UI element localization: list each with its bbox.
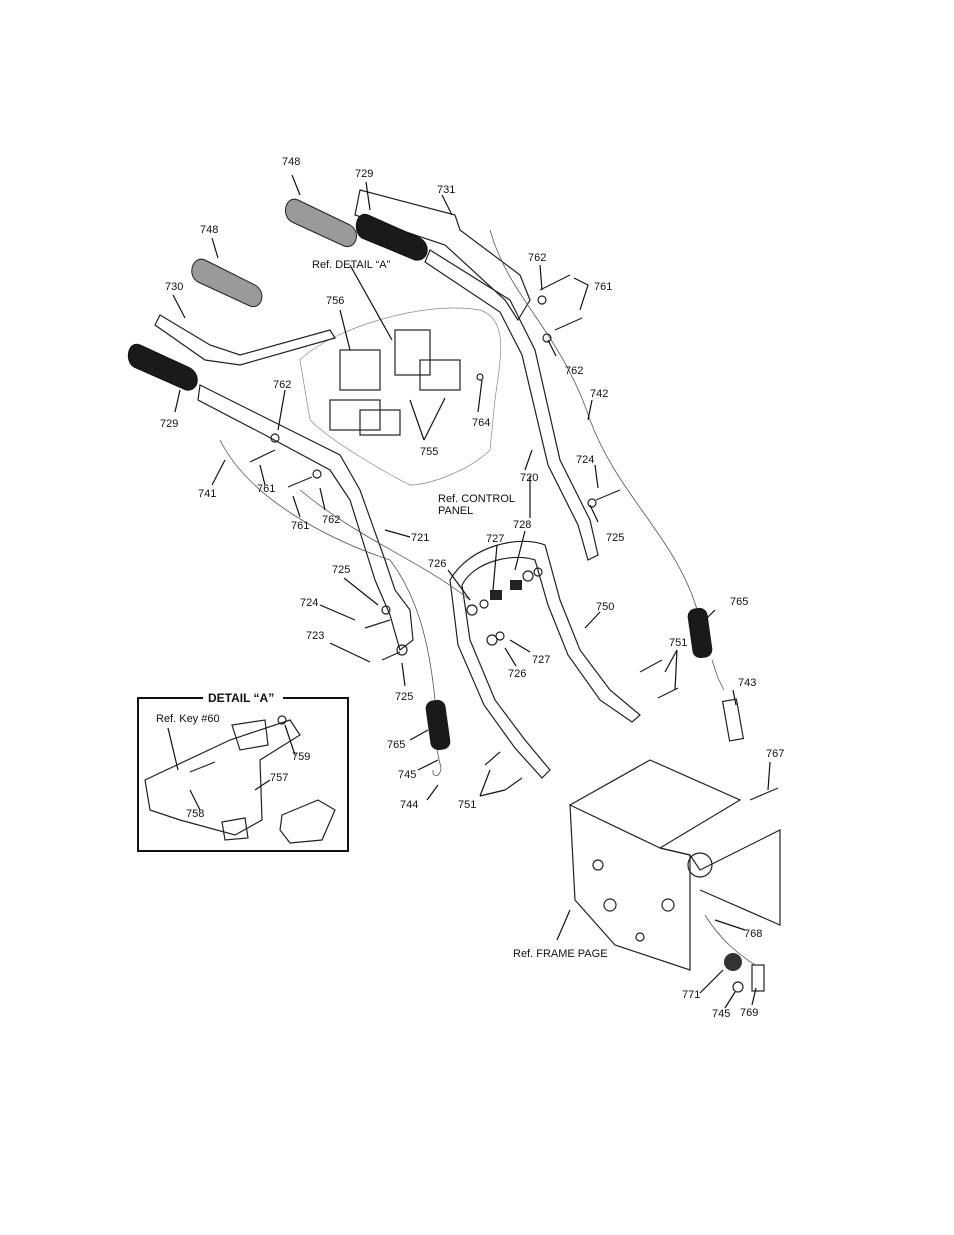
callout-742: 742 <box>590 388 608 400</box>
callout-726b: 726 <box>508 668 526 680</box>
detail-callout-757: 757 <box>270 772 288 784</box>
callout-ref-control: Ref. CONTROL <box>438 493 515 505</box>
callout-751a: 751 <box>669 637 687 649</box>
callout-729b: 729 <box>160 418 178 430</box>
callout-729a: 729 <box>355 168 373 180</box>
leader-lines <box>173 175 770 1008</box>
callout-748a: 748 <box>282 156 300 168</box>
callout-761a: 761 <box>594 281 612 293</box>
grip-729-left <box>128 344 197 390</box>
callout-748b: 748 <box>200 224 218 236</box>
callout-ref-detail: Ref. DETAIL “A” <box>312 259 391 271</box>
callout-724a: 724 <box>576 454 594 466</box>
detail-title: DETAIL “A” <box>208 691 274 705</box>
detail-a-inset: DETAIL “A” Ref. Key #60 759 757 758 <box>138 690 348 851</box>
callout-767: 767 <box>766 748 784 760</box>
callout-755: 755 <box>420 446 438 458</box>
grip-cover-748-upper <box>285 199 356 246</box>
callout-730: 730 <box>165 281 183 293</box>
detail-callout-759: 759 <box>292 751 310 763</box>
callout-768: 768 <box>744 928 762 940</box>
callout-727a: 727 <box>486 533 504 545</box>
callout-751b: 751 <box>458 799 476 811</box>
callout-750: 750 <box>596 601 614 613</box>
callout-723: 723 <box>306 630 324 642</box>
callout-769: 769 <box>740 1007 758 1019</box>
callout-762b: 762 <box>273 379 291 391</box>
callout-725a: 725 <box>332 564 350 576</box>
callout-ref-frame: Ref. FRAME PAGE <box>513 948 608 960</box>
callout-762d: 762 <box>322 514 340 526</box>
grip-cover-748-lower <box>192 259 262 306</box>
callout-762a: 762 <box>528 252 546 264</box>
callout-725b: 725 <box>395 691 413 703</box>
callout-761b: 761 <box>257 483 275 495</box>
callout-743: 743 <box>738 677 756 689</box>
grip-729-right <box>356 214 427 260</box>
callout-761c: 761 <box>291 520 309 532</box>
upper-handle-assembly <box>128 190 700 700</box>
detail-callout-758: 758 <box>186 808 204 820</box>
callout-728: 728 <box>513 519 531 531</box>
callout-744: 744 <box>400 799 418 811</box>
callout-725-right: 725 <box>606 532 624 544</box>
callout-731: 731 <box>437 184 455 196</box>
callout-726a: 726 <box>428 558 446 570</box>
callout-727b: 727 <box>532 654 550 666</box>
callout-720: 720 <box>520 472 538 484</box>
callout-741: 741 <box>198 488 216 500</box>
callout-764: 764 <box>472 417 490 429</box>
callout-721: 721 <box>411 532 429 544</box>
callout-762c: 762 <box>565 365 583 377</box>
callout-724b: 724 <box>300 597 318 609</box>
callout-765a: 765 <box>730 596 748 608</box>
callout-745b: 745 <box>712 1008 730 1020</box>
lower-handle-frame <box>300 490 780 992</box>
callout-756: 756 <box>326 295 344 307</box>
callout-765b: 765 <box>387 739 405 751</box>
callout-ref-panel: PANEL <box>438 505 473 517</box>
detail-ref-key: Ref. Key #60 <box>156 713 220 725</box>
callout-771: 771 <box>682 989 700 1001</box>
callout-745a: 745 <box>398 769 416 781</box>
